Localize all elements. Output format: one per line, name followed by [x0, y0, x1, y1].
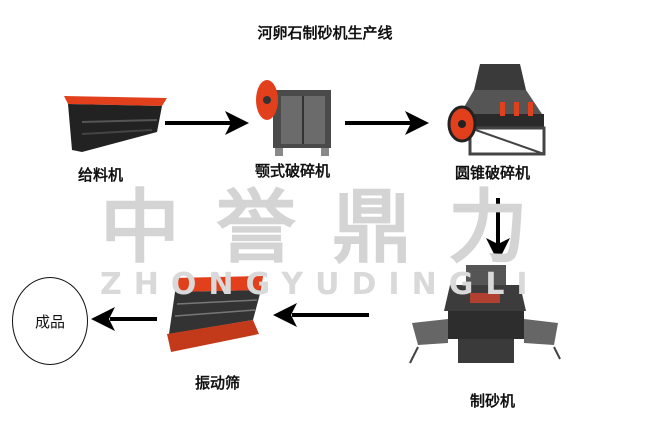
- watermark-brand-en: ZHONGYUDINGLI: [100, 267, 540, 302]
- watermark-brand-cn: 中誉鼎力: [100, 181, 564, 274]
- final-product-node: 成品: [12, 277, 88, 365]
- sand-making-machine-icon: [409, 265, 561, 364]
- arrow-right-icon: [345, 111, 429, 135]
- vibrating-screen-icon: [167, 276, 263, 352]
- vibrating-feeder-icon: [64, 96, 167, 152]
- arrow-right-icon: [165, 111, 249, 135]
- arrow-left-icon: [273, 303, 369, 327]
- feeder-label: 给料机: [78, 166, 124, 184]
- jaw-crusher-label: 颚式破碎机: [255, 162, 331, 180]
- sand-maker-label: 制砂机: [470, 392, 516, 410]
- arrow-down-icon: [486, 198, 510, 262]
- diagram-title: 河卵石制砂机生产线: [257, 24, 393, 42]
- jaw-crusher-icon: [256, 80, 331, 156]
- arrow-left-icon: [91, 307, 157, 331]
- cone-crusher-icon: [447, 64, 546, 156]
- final-product-label: 成品: [34, 312, 65, 331]
- vibrating-screen-label: 振动筛: [195, 374, 241, 392]
- cone-crusher-label: 圆锥破碎机: [455, 164, 531, 182]
